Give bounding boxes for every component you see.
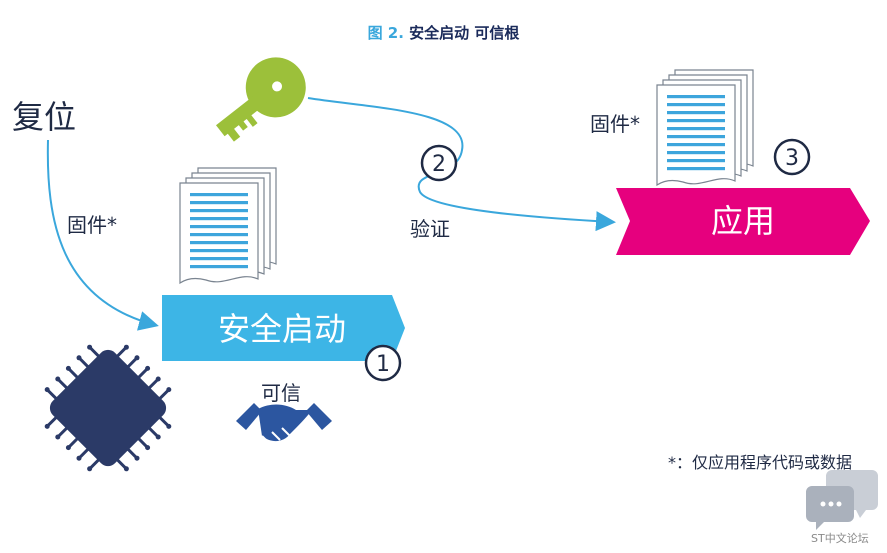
reset-label: 复位 [12, 98, 77, 136]
trust-label: 可信 [261, 381, 301, 405]
reset-to-secure-boot-arrow [46, 139, 159, 331]
step-3-number: 3 [785, 146, 799, 171]
chat-bubble-icon [806, 470, 878, 530]
key-icon [215, 57, 306, 142]
secure-boot-box [162, 295, 405, 361]
handshake-icon [236, 403, 332, 445]
application-label: 应用 [711, 202, 775, 240]
microchip-icon [44, 344, 172, 472]
footnote: *：仅应用程序代码或数据 [668, 453, 853, 472]
firmware-documents-left-icon [179, 167, 277, 284]
step-1-number: 1 [376, 352, 390, 377]
firmware-left-label: 固件* [67, 213, 117, 237]
step-1-badge: 1 [364, 344, 402, 382]
figure-title: 图 2. 安全启动 可信根 [0, 22, 887, 43]
secure-boot-label: 安全启动 [218, 310, 346, 348]
figure-number: 图 2. [367, 24, 404, 42]
application-box [616, 188, 870, 255]
key-to-application-arrow [307, 97, 616, 232]
firmware-documents-right-icon [656, 69, 754, 186]
verify-label: 验证 [410, 217, 450, 241]
step-2-number: 2 [432, 152, 446, 177]
figure-title-text: 安全启动 可信根 [409, 24, 520, 42]
watermark-text: ST中文论坛 [811, 532, 869, 545]
firmware-right-label: 固件* [590, 112, 640, 136]
step-2-badge: 2 [420, 144, 458, 182]
step-3-badge: 3 [773, 138, 811, 176]
